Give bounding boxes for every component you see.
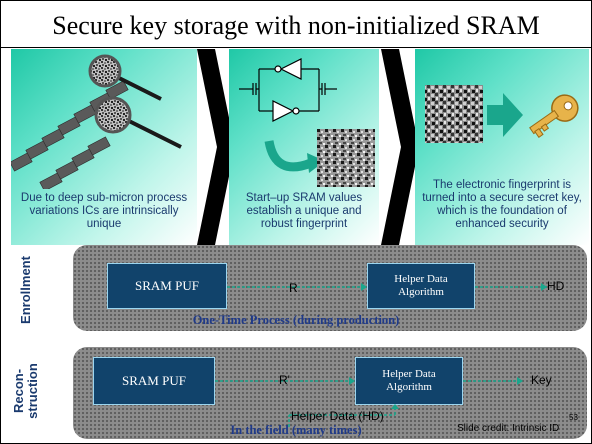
- enrollment-r-label: R: [289, 281, 298, 295]
- sram-cell-illustration: [239, 58, 375, 187]
- enrollment-hd-label: HD: [547, 279, 565, 293]
- reconstruction-side-label-line-1: Recon-: [11, 368, 26, 414]
- slide-credit: Slide credit: Intrinsic ID: [457, 423, 560, 434]
- fingerprint-to-key-illustration: [425, 85, 579, 143]
- slide-title: Secure key storage with non-initialized …: [52, 11, 540, 40]
- slide-number: 53: [569, 413, 578, 422]
- reconstruction-side-label-line-2: struction: [25, 363, 40, 419]
- enrollment-band-label: One-Time Process (during production): [192, 313, 400, 327]
- panel-chips: Due to deep sub-micron process variation…: [11, 49, 197, 245]
- panel-3-caption: The electronic fingerprint is turned int…: [422, 179, 582, 230]
- panel-sram-cell: Start–up SRAM values establish a unique …: [229, 49, 379, 245]
- chevron-right-icon: [381, 49, 419, 245]
- fingerprint-pattern-image: [425, 85, 483, 143]
- magnifier-icon: [88, 54, 162, 101]
- key-icon: [529, 94, 579, 138]
- panel-2-caption: Start–up SRAM values establish a unique …: [245, 192, 363, 230]
- enrollment-side-label: Enrollment: [18, 256, 33, 324]
- enrollment-sram-puf-box: SRAM PUF: [107, 263, 227, 309]
- panel-1-caption: Due to deep sub-micron process variation…: [20, 192, 188, 230]
- reconstruction-helper-data-label: Helper Data (HD): [291, 409, 384, 423]
- reconstruction-sram-puf-box: SRAM PUF: [93, 357, 215, 405]
- reconstruction-helper-data-box: Helper Data Algorithm: [355, 357, 463, 405]
- enrollment-helper-data-box: Helper Data Algorithm: [367, 263, 475, 309]
- reconstruction-band-label: In the field (many times): [230, 423, 362, 437]
- reconstruction-key-label: Key: [531, 373, 552, 387]
- enrollment-flow-arrows: [227, 283, 547, 291]
- sram-pattern-image: [317, 129, 375, 187]
- chevron-right-icon: [197, 49, 235, 245]
- panel-key: The electronic fingerprint is turned int…: [415, 49, 589, 245]
- reconstruction-flow-arrows: [215, 377, 523, 427]
- title-rule: [1, 47, 591, 48]
- arrow-right-icon: [487, 93, 523, 137]
- reconstruction-r-prime-label: R': [279, 373, 290, 387]
- chip-row-illustration: [11, 54, 182, 189]
